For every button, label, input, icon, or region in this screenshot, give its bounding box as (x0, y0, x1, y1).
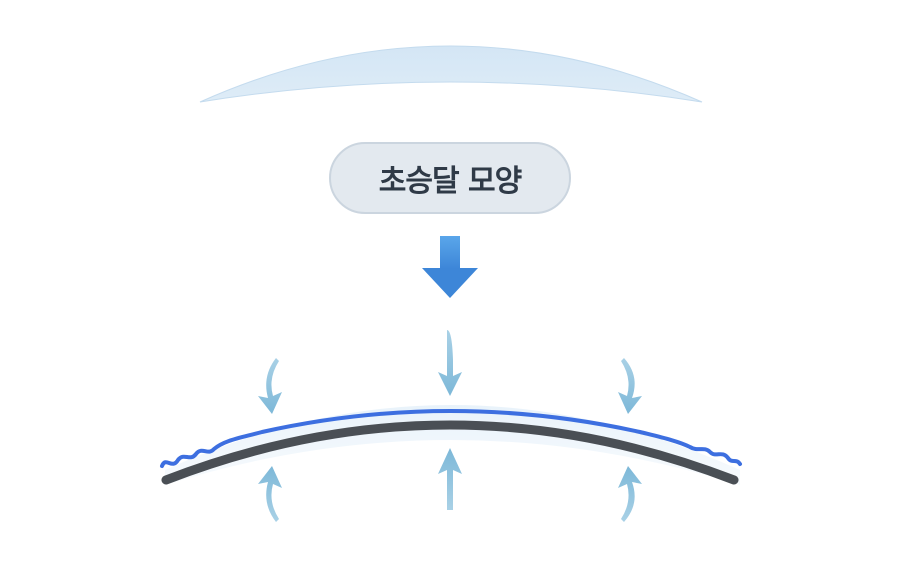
curved-arrow-icon (258, 466, 282, 522)
shape-label-text: 초승달 모양 (378, 164, 522, 199)
curved-arrow-icon (618, 466, 642, 522)
arrow-down-icon (422, 236, 478, 298)
curved-arrow-icon (618, 358, 642, 414)
curved-arrow-icon (438, 448, 462, 510)
shape-label-pill: 초승달 모양 (329, 142, 571, 214)
crescent-shape (199, 45, 703, 103)
curved-arrow-icon (438, 330, 462, 396)
curved-arrow-icon (258, 358, 282, 414)
blue-surface-line (160, 409, 742, 468)
dark-base-arc (161, 420, 739, 485)
